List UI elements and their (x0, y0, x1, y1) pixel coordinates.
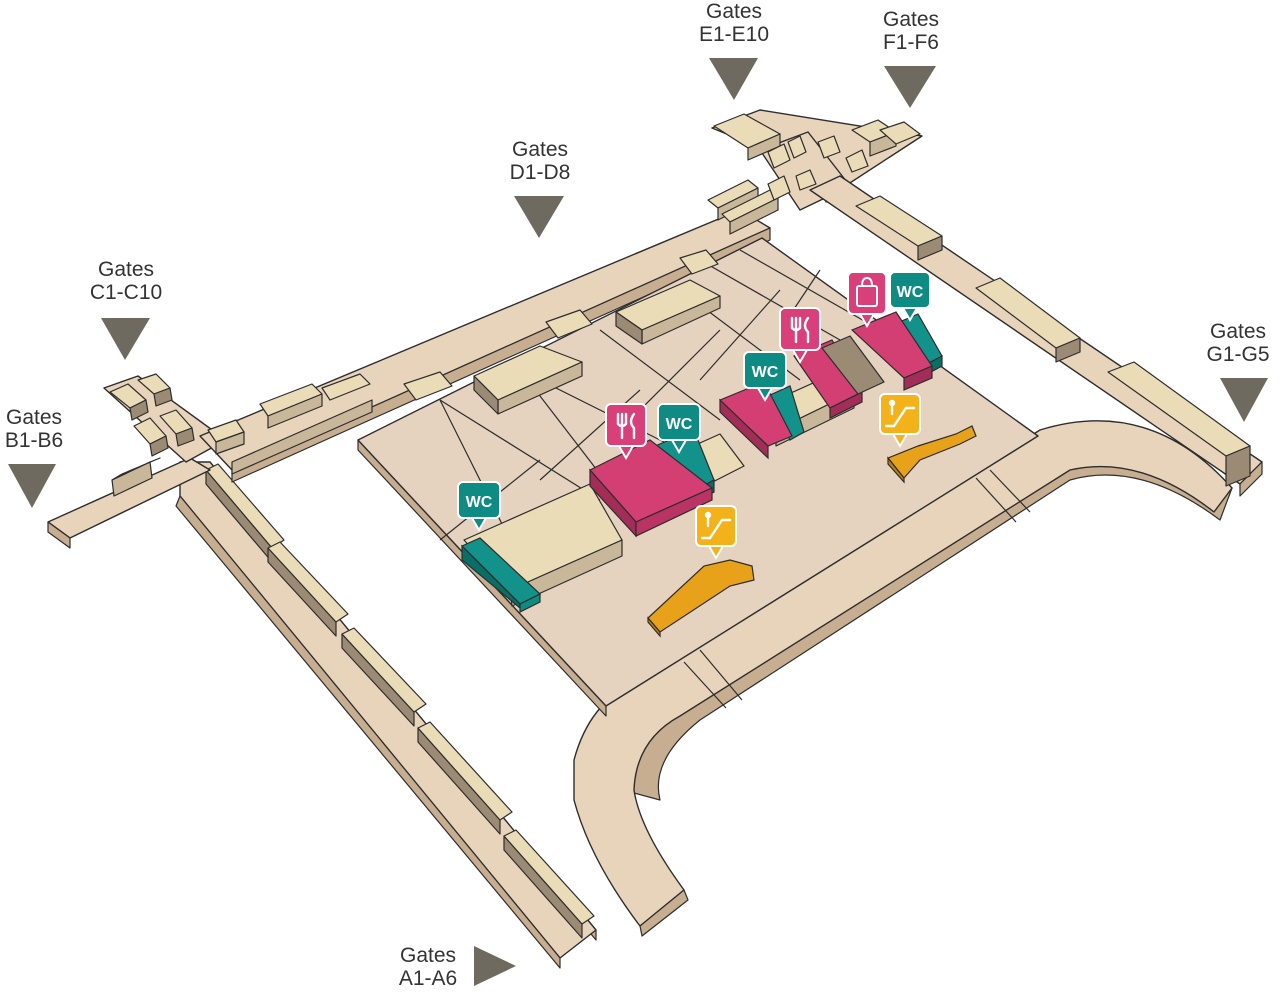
gate-label-f: Gates F1-F6 (864, 8, 958, 54)
food-shop-zones (589, 311, 933, 538)
gate-b-arrow[interactable] (8, 464, 56, 508)
escalator-1 (647, 559, 755, 638)
gate-label-f-line1: Gates (882, 8, 940, 31)
gate-label-d-line1: Gates (511, 138, 569, 161)
wc-label: WC (466, 494, 493, 511)
gate-label-g: Gates G1-G5 (1196, 320, 1280, 366)
gate-label-a-line2: A1-A6 (398, 967, 458, 990)
gate-label-g-line2: G1-G5 (1206, 343, 1270, 366)
wc-label: WC (666, 416, 693, 433)
gate-label-c-line2: C1-C10 (89, 281, 163, 304)
restaurant-marker-2[interactable] (779, 307, 821, 364)
north-concourse (199, 179, 779, 483)
gate-label-d-line2: D1-D8 (509, 161, 571, 184)
gate-label-c: Gates C1-C10 (76, 258, 176, 304)
gate-a-arrow[interactable] (474, 946, 516, 986)
escalator-icon (700, 511, 732, 540)
wc-marker-4[interactable]: WC (889, 271, 931, 322)
gate-label-e-line2: E1-E10 (698, 23, 770, 46)
pier-b (47, 457, 211, 549)
shopping-bag-icon (856, 276, 878, 307)
escalator-marker-1[interactable] (695, 505, 737, 560)
wc-label: WC (752, 364, 779, 381)
gate-label-b-line2: B1-B6 (4, 429, 64, 452)
gate-label-e-line1: Gates (705, 0, 763, 23)
escalator-marker-2[interactable] (879, 393, 921, 448)
wc-marker-2[interactable]: WC (657, 403, 701, 454)
gate-f-arrow[interactable] (884, 66, 936, 108)
gate-g-arrow[interactable] (1220, 378, 1268, 422)
wc-marker-1[interactable]: WC (457, 481, 501, 532)
wc-marker-3[interactable]: WC (743, 351, 787, 402)
gate-label-b: Gates B1-B6 (0, 406, 68, 452)
gate-label-b-line1: Gates (5, 406, 63, 429)
shop-marker[interactable] (847, 271, 887, 328)
gate-label-f-line2: F1-F6 (882, 31, 939, 54)
roadway (573, 420, 1233, 937)
gate-e-arrow[interactable] (709, 58, 758, 100)
gate-label-a: Gates A1-A6 (384, 944, 472, 990)
gate-label-d: Gates D1-D8 (494, 138, 586, 184)
fork-knife-icon (616, 412, 636, 440)
pier-a-gate-blocks (205, 463, 595, 939)
floor-blocks (403, 249, 721, 415)
gate-label-e: Gates E1-E10 (684, 0, 784, 46)
gate-c-arrow[interactable] (101, 318, 150, 360)
restaurant-marker-1[interactable] (605, 403, 647, 460)
service-block (821, 335, 885, 395)
gate-label-a-line1: Gates (399, 944, 457, 967)
gate-d-arrow[interactable] (514, 196, 564, 238)
pier-g (809, 175, 1263, 497)
fork-knife-icon (790, 316, 810, 344)
gate-label-c-line1: Gates (97, 258, 155, 281)
wc-label: WC (897, 284, 924, 301)
pier-c (103, 373, 227, 463)
escalator-icon (884, 399, 916, 428)
gate-label-g-line1: Gates (1209, 320, 1267, 343)
escalator-2 (887, 425, 977, 484)
wc-zones (460, 313, 943, 613)
